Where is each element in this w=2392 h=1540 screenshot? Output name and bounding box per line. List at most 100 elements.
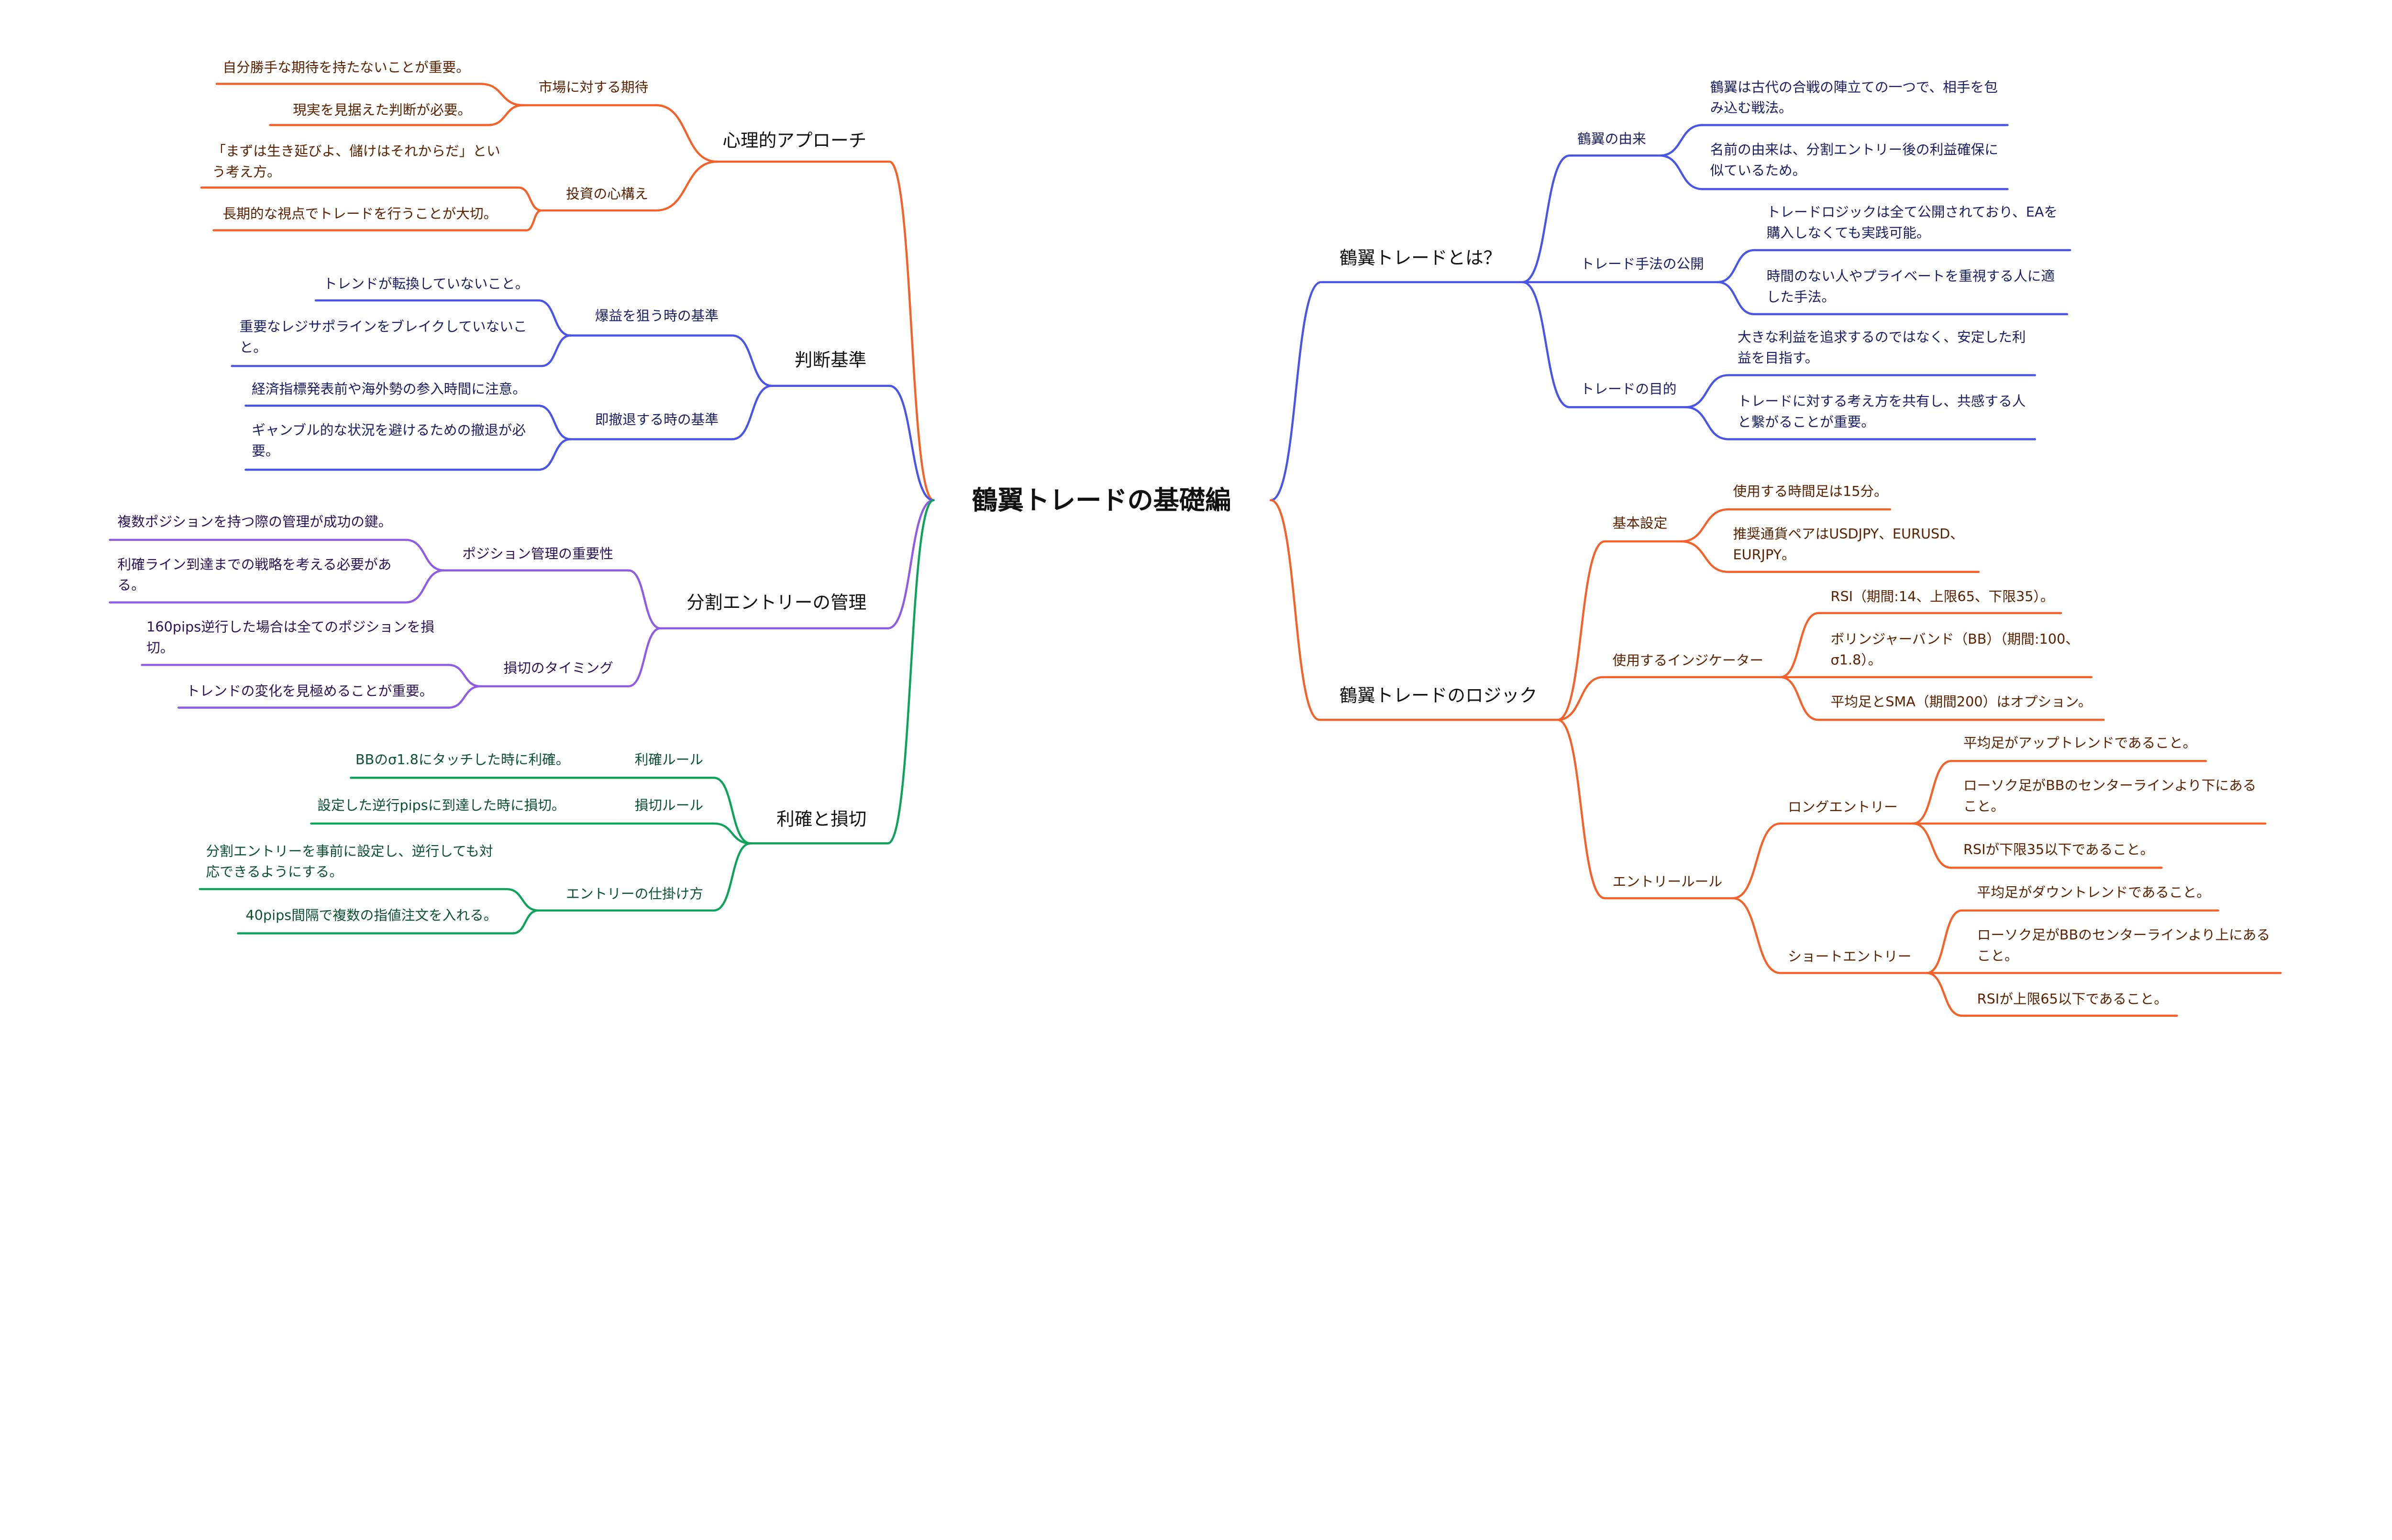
leaf-node-text[interactable]: 長期的な視点でトレードを行うことが大切。 <box>223 205 498 221</box>
leaf-node-text[interactable]: トレードに対する考え方を共有し、共感する人 <box>1738 393 2026 409</box>
sub-branch-label[interactable]: トレード手法の公開 <box>1581 256 1704 272</box>
leaf-branch-line <box>1716 249 2071 284</box>
leaf-node-text[interactable]: トレードロジックは全て公開されており、EAを <box>1767 204 2058 220</box>
main-branch-label[interactable]: 鶴翼トレードのロジック <box>1340 685 1538 706</box>
leaf-branch-line <box>269 104 524 126</box>
leaf-node-text[interactable]: 自分勝手な期待を持たないことが重要。 <box>223 59 470 75</box>
sub-branch-label[interactable]: 即撤退する時の基準 <box>595 411 719 428</box>
sub-branch-label[interactable]: 爆益を狙う時の基準 <box>595 308 719 324</box>
sub-branch-label[interactable]: 基本設定 <box>1613 515 1668 531</box>
leaf-node-text[interactable]: 平均足とSMA（期間200）はオプション。 <box>1831 693 2092 710</box>
leaf-node-text[interactable]: 40pips間隔で複数の指値注文を入れる。 <box>245 907 497 923</box>
leaf-branch-line <box>1659 124 2009 157</box>
leaf-node-text[interactable]: ローソク足がBBのセンターラインより上にある <box>1977 927 2270 943</box>
sub-branch-label[interactable]: ロングエントリー <box>1788 799 1898 815</box>
leaf-node-text[interactable]: 平均足がダウントレンドであること。 <box>1977 884 2210 900</box>
leaf-branch-line <box>1684 374 2037 408</box>
sub-branch-label[interactable]: 損切のタイミング <box>503 660 613 676</box>
leaf-branch-line <box>244 404 572 440</box>
main-branch-line <box>1270 499 1559 721</box>
leaf-node-text[interactable]: 重要なレジサポラインをブレイクしていないこ <box>240 318 527 334</box>
leaf-node-text[interactable]: 購入しなくても実践可能。 <box>1767 225 1930 241</box>
leaf-node-text[interactable]: ローソク足がBBのセンターラインより下にある <box>1963 777 2257 793</box>
sub-branch-label[interactable]: 市場に対する期待 <box>539 79 649 95</box>
sub-branch-label[interactable]: ショートエントリー <box>1788 948 1911 964</box>
root-node-title[interactable]: 鶴翼トレードの基礎編 <box>972 485 1231 515</box>
leaf-node-text[interactable]: 設定した逆行pipsに到達した時に損切。 <box>317 797 565 814</box>
main-branch-label[interactable]: 利確と損切 <box>776 808 866 829</box>
leaf-node-text[interactable]: EURJPY。 <box>1733 546 1795 562</box>
leaf-branch-line <box>1926 909 2219 974</box>
leaf-branch-line <box>199 888 540 912</box>
leaf-node-text[interactable]: 平均足がアップトレンドであること。 <box>1963 735 2196 751</box>
main-branch-line <box>771 385 935 502</box>
leaf-node-text[interactable]: 名前の由来は、分割エントリー後の利益確保に <box>1710 141 1998 157</box>
leaf-node-text[interactable]: う考え方。 <box>212 164 280 180</box>
leaf-node-text[interactable]: 現実を見据えた判断が必要。 <box>293 102 471 118</box>
leaf-node-text[interactable]: 応できるようにする。 <box>206 864 343 880</box>
leaf-node-text[interactable]: トレンドの変化を見極めることが重要。 <box>186 683 433 699</box>
leaf-branch-line <box>141 664 482 688</box>
sub-branch-label[interactable]: 利確ルール <box>635 751 703 768</box>
leaf-node-text[interactable]: 益を目指す。 <box>1738 350 1818 366</box>
sub-branch-line <box>1732 897 1928 974</box>
leaf-node-text[interactable]: トレンドが転換していないこと。 <box>323 275 529 292</box>
sub-branch-label[interactable]: 損切ルール <box>635 797 703 814</box>
sub-branch-line <box>569 334 773 387</box>
leaf-node-text[interactable]: 推奨通貨ペアはUSDJPY、EURUSD、 <box>1733 526 1963 542</box>
leaf-node-text[interactable]: 大きな利益を追求するのではなく、安定した利 <box>1738 329 2026 345</box>
leaf-branch-line <box>1926 972 2178 1017</box>
sub-branch-label[interactable]: ポジション管理の重要性 <box>462 546 613 562</box>
main-branch-label[interactable]: 心理的アプローチ <box>722 130 866 151</box>
leaf-node-text[interactable]: こと。 <box>1977 947 2018 964</box>
sub-branch-line <box>522 104 718 163</box>
leaf-node-text[interactable]: る。 <box>118 577 145 593</box>
leaf-branch-line <box>177 685 482 709</box>
sub-branch-line <box>443 569 662 630</box>
leaf-node-text[interactable]: 鶴翼は古代の合戦の陣立ての一つで、相手を包 <box>1710 79 1998 95</box>
main-branch-label[interactable]: 鶴翼トレードとは？ <box>1340 247 1501 268</box>
leaf-node-text[interactable]: 似ているため。 <box>1710 162 1806 178</box>
sub-branch-label[interactable]: トレードの目的 <box>1581 381 1677 397</box>
leaf-node-text[interactable]: RSI（期間:14、上限65、下限35）。 <box>1831 588 2054 605</box>
leaf-node-text[interactable]: 時間のない人やプライベートを重視する人に適 <box>1767 268 2055 284</box>
leaf-node-text[interactable]: ボリンジャーバンド（BB）（期間:100、 <box>1831 631 2079 647</box>
main-branch-label[interactable]: 分割エントリーの管理 <box>687 592 866 613</box>
leaf-node-text[interactable]: RSIが上限65以下であること。 <box>1977 991 2168 1007</box>
main-branch-label[interactable]: 判断基準 <box>795 350 866 371</box>
leaf-node-text[interactable]: 切。 <box>146 639 174 656</box>
sub-branch-line <box>617 822 752 845</box>
sub-branch-label[interactable]: エントリーの仕掛け方 <box>566 886 703 902</box>
sub-branch-label[interactable]: 使用するインジケーター <box>1613 652 1764 669</box>
leaf-node-text[interactable]: 利確ライン到達までの戦略を考える必要があ <box>118 556 392 572</box>
leaf-node-text[interactable]: 経済指標発表前や海外勢の参入時間に注意。 <box>252 381 526 397</box>
leaf-node-text[interactable]: した手法。 <box>1767 289 1835 305</box>
leaf-node-text[interactable]: RSIが下限35以下であること。 <box>1963 841 2154 858</box>
sub-branch-line <box>1556 540 1683 721</box>
leaf-node-text[interactable]: と。 <box>240 339 267 355</box>
leaf-node-text[interactable]: こと。 <box>1963 798 2004 814</box>
leaf-node-text[interactable]: ギャンブル的な状況を避けるための撤退が必 <box>252 422 526 438</box>
leaf-node-text[interactable]: 使用する時間足は15分。 <box>1733 483 1887 499</box>
leaf-node-text[interactable]: と繋がることが重要。 <box>1738 414 1875 430</box>
sub-branch-label[interactable]: 投資の心構え <box>566 186 648 202</box>
sub-branch-line <box>537 842 752 912</box>
sub-branch-line <box>617 777 752 845</box>
leaf-node-text[interactable]: み込む戦法。 <box>1710 99 1793 116</box>
leaf-node-text[interactable]: 「まずは生き延びよ、儲けはそれからだ」とい <box>212 143 500 159</box>
leaf-branch-line <box>1716 281 2069 316</box>
label-layer: 心理的アプローチ 市場に対する期待 自分勝手な期待を持たないことが重要。現実を見据え… <box>118 59 2270 1007</box>
leaf-branch-line <box>244 438 572 471</box>
leaf-node-text[interactable]: 複数ポジションを持つ際の管理が成功の鍵。 <box>118 514 392 530</box>
sub-branch-label[interactable]: 鶴翼の由来 <box>1577 131 1646 147</box>
leaf-node-text[interactable]: 分割エントリーを事前に設定し、逆行しても対 <box>206 843 493 859</box>
leaf-node-text[interactable]: 160pips逆行した場合は全てのポジションを損 <box>146 619 434 635</box>
leaf-node-text[interactable]: σ1.8）。 <box>1831 651 1882 668</box>
leaf-node-text[interactable]: BBのσ1.8にタッチした時に利確。 <box>355 751 569 768</box>
sub-branch-line <box>1556 676 1782 721</box>
leaf-node-text[interactable]: 要。 <box>252 443 279 459</box>
leaf-branch-line <box>200 186 543 212</box>
sub-branch-label[interactable]: エントリールール <box>1613 873 1723 890</box>
leaf-branch-line <box>1779 676 2105 721</box>
leaf-branch-line <box>237 909 540 935</box>
